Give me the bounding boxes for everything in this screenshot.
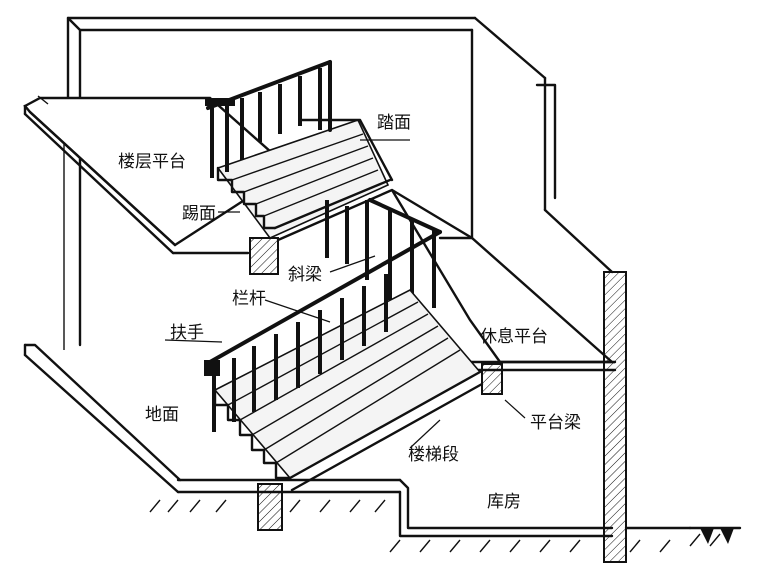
upper-railing xyxy=(205,60,332,178)
label-floor-platform: 楼层平台 xyxy=(118,152,186,172)
middle-railing xyxy=(325,198,442,318)
label-riser: 踢面 xyxy=(182,204,216,224)
back-wall xyxy=(63,16,614,350)
ground-hatch xyxy=(149,499,734,553)
label-ground: 地面 xyxy=(145,405,179,425)
label-baluster: 栏杆 xyxy=(232,289,266,309)
label-tread: 踏面 xyxy=(377,113,411,133)
label-handrail: 扶手 xyxy=(170,323,204,343)
upper-flight xyxy=(216,118,394,242)
ground-slab xyxy=(23,343,614,538)
lower-flight xyxy=(213,288,484,492)
label-flight: 楼梯段 xyxy=(408,445,459,465)
upper-floor-slab xyxy=(23,95,282,275)
right-wall-column xyxy=(603,271,742,563)
label-rest-platform: 休息平台 xyxy=(480,327,548,347)
lower-railing xyxy=(204,230,442,432)
rest-platform xyxy=(390,188,617,395)
label-platform-beam: 平台梁 xyxy=(530,413,581,433)
leader-lines xyxy=(164,139,526,449)
label-storeroom: 库房 xyxy=(487,492,521,512)
label-stringer: 斜梁 xyxy=(288,265,322,285)
